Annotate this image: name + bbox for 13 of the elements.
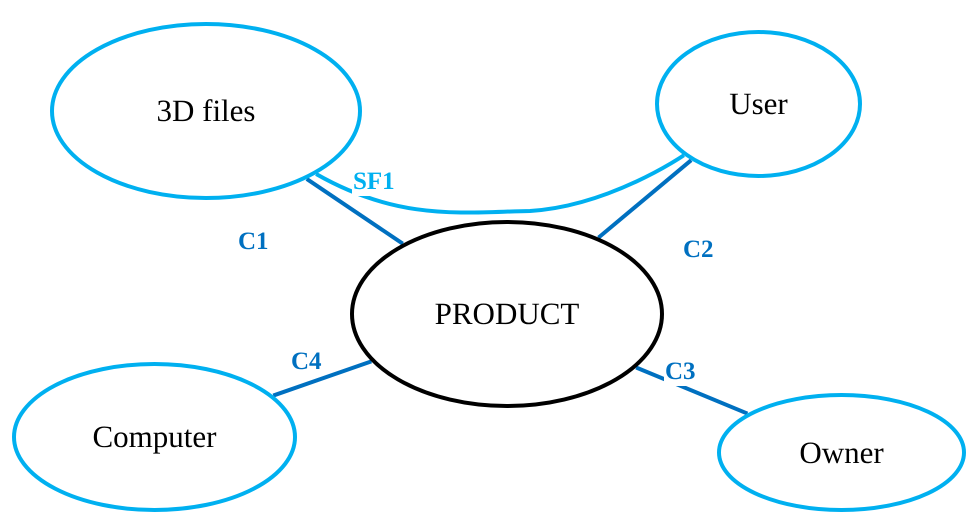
connector-line bbox=[597, 158, 692, 240]
connector-line bbox=[315, 154, 685, 214]
node-label: PRODUCT bbox=[434, 296, 580, 332]
connector-line bbox=[272, 359, 372, 398]
connector-line bbox=[635, 366, 748, 416]
node-label: 3D files bbox=[156, 93, 256, 129]
node-label: User bbox=[729, 86, 788, 122]
ellipse-node bbox=[350, 220, 664, 408]
ellipse-node bbox=[717, 393, 966, 512]
connector-line bbox=[306, 177, 404, 246]
ellipse-node bbox=[655, 30, 862, 178]
node-label: Owner bbox=[799, 434, 884, 470]
node-label: Computer bbox=[92, 419, 216, 455]
